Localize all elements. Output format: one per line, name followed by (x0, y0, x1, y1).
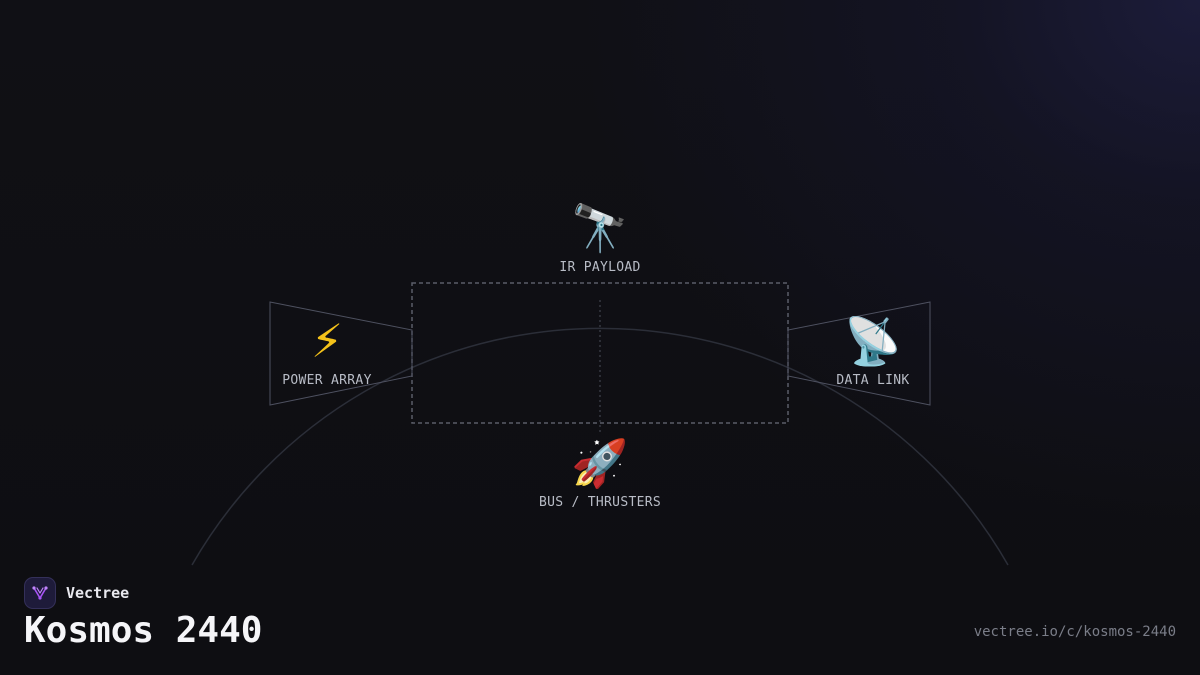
node-label-data-link: DATA LINK (836, 373, 910, 388)
source-url[interactable]: vectree.io/c/kosmos-2440 (973, 624, 1176, 640)
rocket-icon: 🚀 (571, 436, 629, 490)
node-ir-payload: 🔭 IR PAYLOAD (520, 200, 680, 275)
horizon-arc (191, 327, 1009, 566)
lightning-bolt-icon: ⚡ (310, 314, 344, 368)
brand[interactable]: Vectree (24, 577, 129, 609)
left-panel-outline (269, 301, 413, 406)
telescope-icon: 🔭 (571, 201, 629, 255)
node-data-link: 📡 DATA LINK (793, 313, 953, 388)
brand-name: Vectree (66, 584, 130, 602)
page-title: Kosmos 2440 (24, 610, 263, 651)
node-label-power-array: POWER ARRAY (282, 373, 372, 388)
satellite-dish-icon: 📡 (844, 314, 902, 368)
node-bus-thrusters: 🚀 BUS / THRUSTERS (520, 435, 680, 510)
node-label-ir-payload: IR PAYLOAD (559, 260, 641, 275)
node-power-array: ⚡ POWER ARRAY (247, 313, 407, 388)
vectree-logo-icon (24, 577, 56, 609)
node-label-bus-thrusters: BUS / THRUSTERS (539, 495, 661, 510)
right-panel-outline (787, 301, 931, 406)
